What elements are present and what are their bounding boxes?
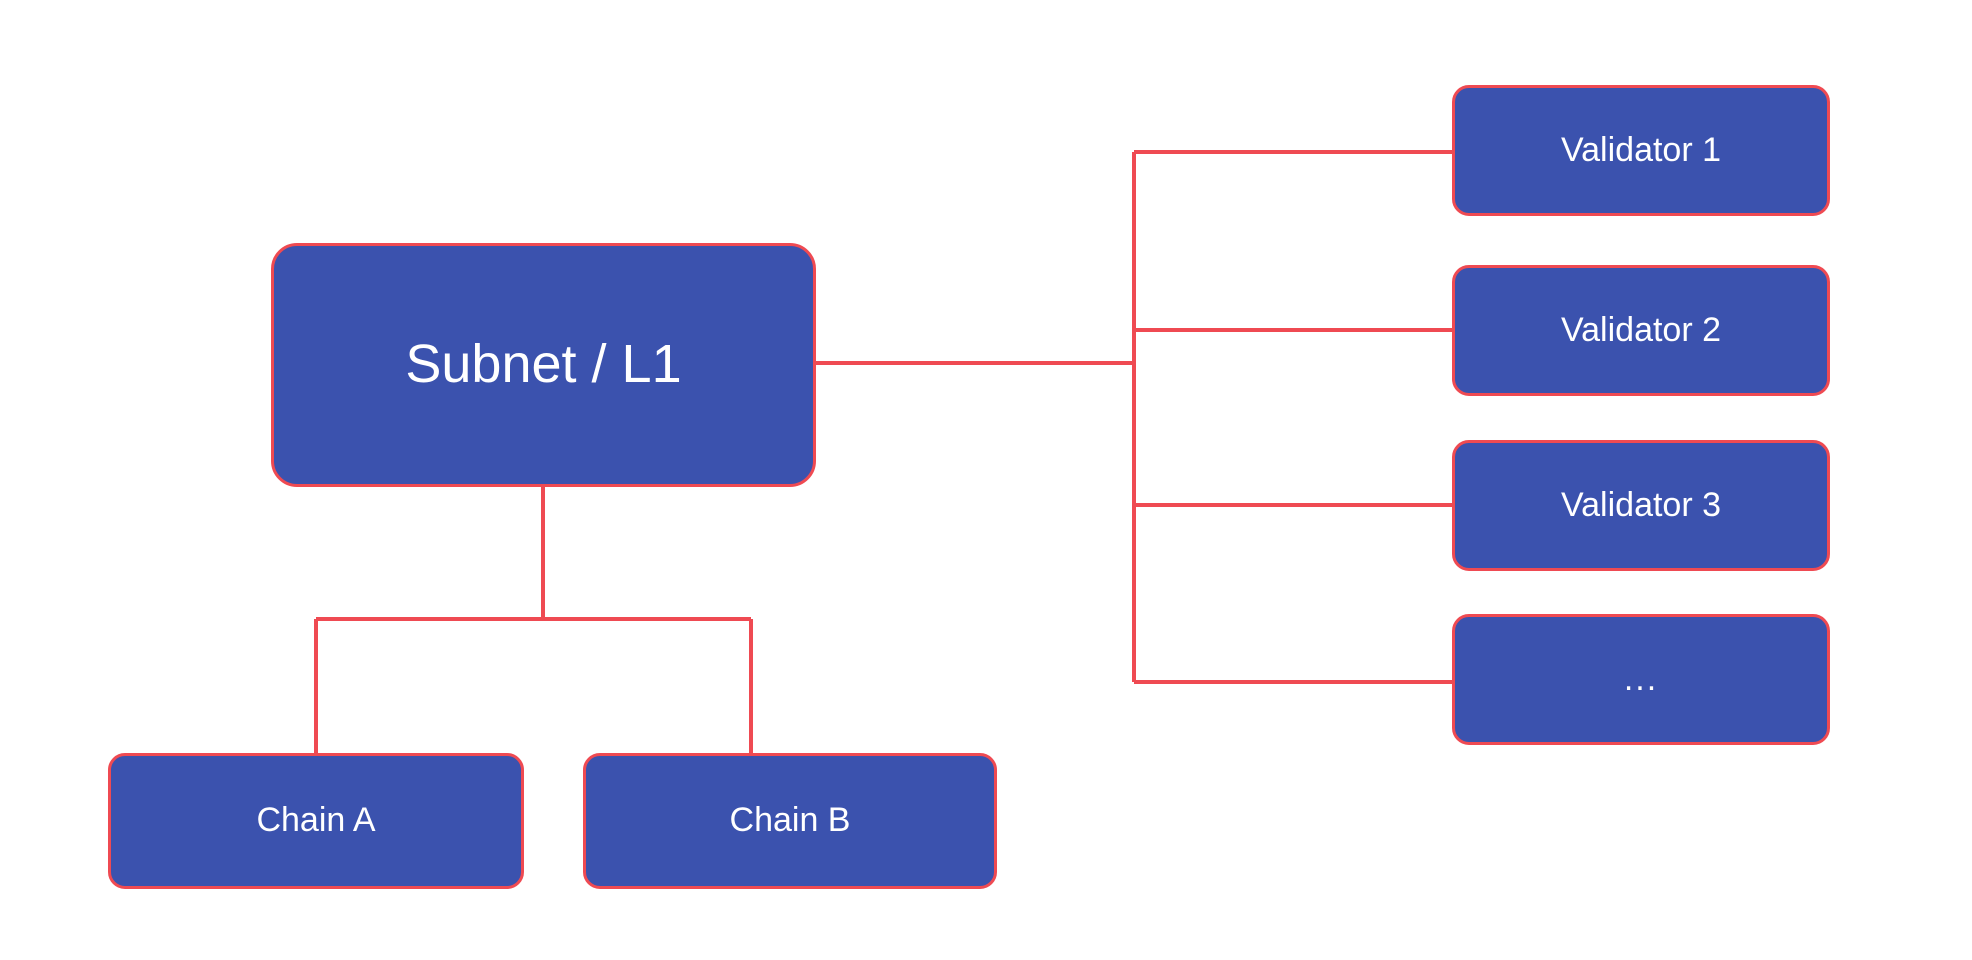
node-validator-1-label: Validator 1	[1560, 130, 1722, 169]
node-validator-3[interactable]: Validator 3	[1452, 440, 1830, 571]
node-chain-b-label: Chain B	[729, 801, 851, 840]
node-validator-1[interactable]: Validator 1	[1452, 85, 1830, 216]
node-validator-2[interactable]: Validator 2	[1452, 265, 1830, 396]
node-chain-a[interactable]: Chain A	[108, 753, 524, 889]
node-validator-more[interactable]: ...	[1452, 614, 1830, 745]
node-subnet-l1-label: Subnet / L1	[405, 334, 682, 395]
node-chain-a-label: Chain A	[256, 801, 376, 840]
node-chain-b[interactable]: Chain B	[583, 753, 997, 889]
node-validator-3-label: Validator 3	[1560, 485, 1722, 524]
node-subnet-l1[interactable]: Subnet / L1	[271, 243, 816, 487]
node-validator-2-label: Validator 2	[1560, 310, 1722, 349]
node-validator-more-label: ...	[1623, 659, 1659, 698]
